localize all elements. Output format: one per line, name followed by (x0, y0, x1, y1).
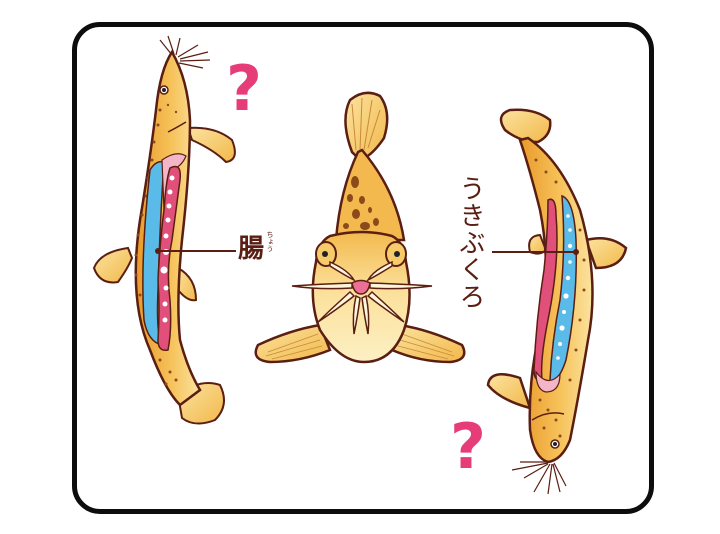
swim-bladder-label: うきぶくろ (455, 175, 485, 310)
right-fish (486, 108, 628, 495)
intestine-label: 腸 (238, 234, 265, 264)
center-fish (254, 91, 466, 364)
left-fish (92, 35, 236, 425)
right-fish-barbels-icon (511, 461, 567, 495)
question-mark-bottom: ? (450, 410, 486, 483)
left-fish-barbels-icon (159, 35, 211, 69)
intestine-ruby: ちょう (266, 231, 274, 252)
question-mark-top: ? (226, 52, 262, 125)
